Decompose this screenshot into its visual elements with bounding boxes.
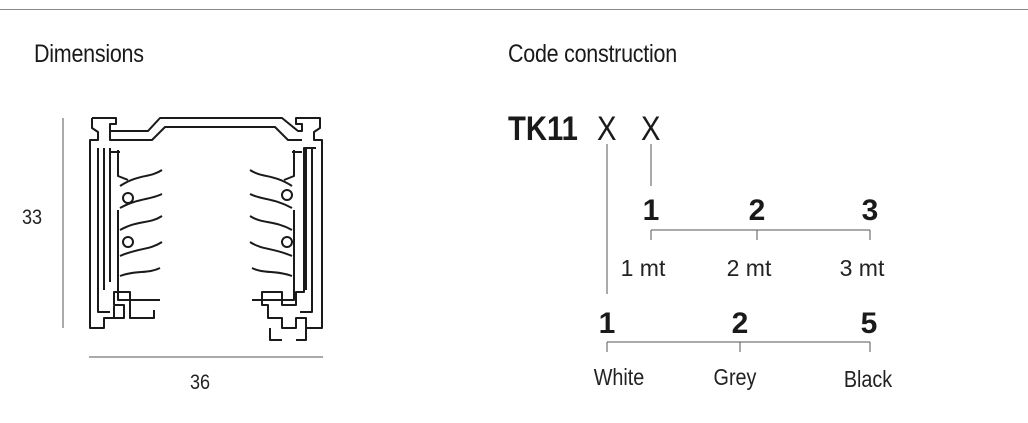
colour-label-grey: Grey [714, 365, 757, 391]
dimensions-heading: Dimensions [34, 40, 144, 68]
length-label-1: 1 mt [621, 255, 666, 281]
length-code-1: 1 [643, 194, 660, 227]
colour-bracket [606, 341, 871, 352]
colour-code-1: 1 [599, 307, 616, 340]
height-dimension-label: 33 [22, 206, 43, 229]
length-label-2: 2 mt [727, 255, 772, 281]
colour-label-white: White [594, 365, 645, 391]
width-dimension-label: 36 [190, 371, 211, 394]
length-label-3: 3 mt [840, 255, 885, 281]
code-construction-heading: Code construction [508, 40, 677, 68]
colour-label-black: Black [844, 367, 893, 393]
length-code-3: 3 [862, 194, 879, 227]
length-placeholder: X [641, 109, 660, 148]
code-prefix: TK11 [508, 109, 578, 148]
length-code-2: 2 [749, 194, 766, 227]
code-construction-diagram: TK11 X X 1 2 3 1 mt 2 mt 3 mt 1 2 5 Whit… [508, 109, 892, 392]
length-bracket [650, 229, 871, 240]
track-profile-drawing [89, 117, 323, 341]
colour-code-5: 5 [861, 307, 878, 340]
top-divider [0, 9, 1028, 10]
colour-placeholder: X [597, 109, 616, 148]
colour-code-2: 2 [732, 307, 749, 340]
